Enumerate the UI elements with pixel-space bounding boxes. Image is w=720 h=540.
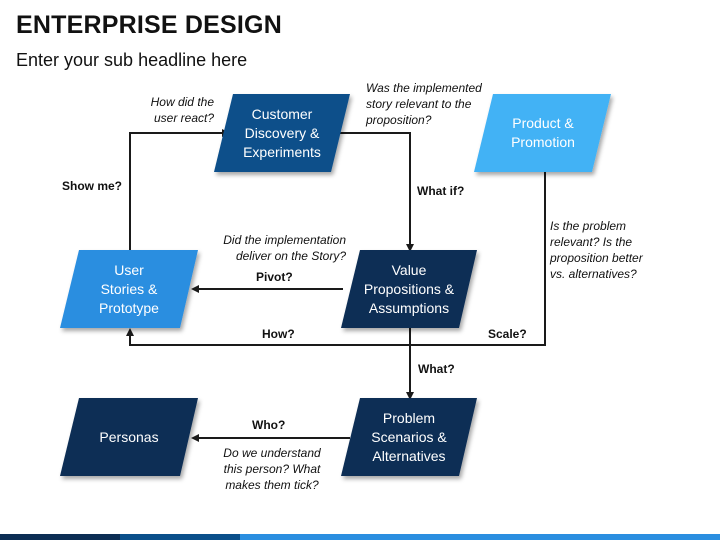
bottom-accent-bar (0, 534, 720, 540)
node-problem-scenarios[interactable] (341, 398, 477, 476)
node-value-propositions[interactable] (341, 250, 477, 328)
arrow-customer-discovery-to-value (339, 132, 414, 252)
node-product-promotion[interactable] (474, 94, 611, 172)
edge-label-who: Who? (252, 418, 286, 432)
edge-label-show-me: Show me? (62, 179, 123, 193)
arrow-product-to-user-stories (126, 172, 546, 346)
edge-label-what-if: What if? (417, 184, 465, 198)
edge-label-what: What? (418, 362, 455, 376)
arrow-user-stories-to-customer-discovery (129, 129, 230, 250)
edge-label-how: How? (262, 327, 295, 341)
page-title: ENTERPRISE DESIGN (16, 11, 282, 39)
note-was-story-relevant: Was the implemented story relevant to th… (366, 81, 482, 127)
note-how-did-user-react: How did the user react? (150, 95, 214, 125)
node-customer-discovery[interactable] (214, 94, 350, 172)
page-subtitle: Enter your sub headline here (16, 50, 248, 70)
note-do-we-understand: Do we understand this person? What makes… (223, 446, 321, 492)
node-personas[interactable] (60, 398, 198, 476)
note-is-problem-relevant: Is the problem relevant? Is the proposit… (550, 219, 643, 281)
node-user-stories[interactable] (60, 250, 198, 328)
edge-label-pivot: Pivot? (256, 270, 293, 284)
edge-label-scale: Scale? (488, 327, 527, 341)
note-did-implementation-deliver: Did the implementation deliver on the St… (223, 233, 346, 263)
